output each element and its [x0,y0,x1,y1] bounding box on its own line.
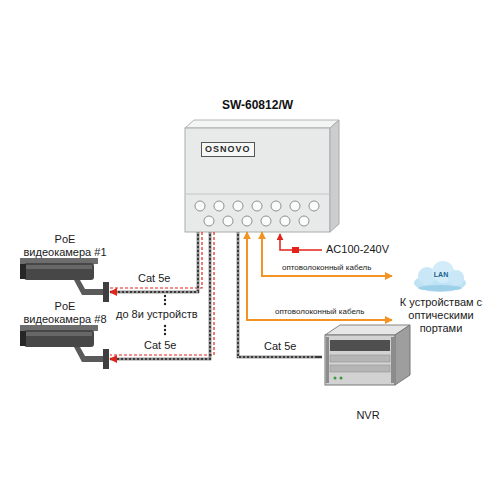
switch-enclosure-drawing [233,201,243,211]
switch-enclosure-drawing [271,201,281,211]
power-feed [292,247,299,253]
switch-enclosure-drawing [280,216,290,226]
lan-cloud [418,285,462,291]
camera-icon [74,347,103,362]
camera-icon [20,331,26,346]
fiber-cable [247,232,392,320]
camera-icon [24,263,94,280]
nvr-server [391,337,394,383]
switch-enclosure-drawing [185,128,330,232]
lan-cloud [448,270,464,286]
switch-enclosure-drawing [185,120,339,128]
switch-enclosure-drawing [195,201,205,211]
switch-enclosure-drawing [185,120,339,232]
camera-icon [103,349,109,369]
twisted-pair-cable [238,232,322,357]
twisted-pair-cable [110,232,198,292]
cable-label: оптоволоконный кабель [280,263,373,273]
camera-label: PoE видеокамера #1 [23,233,107,259]
cable-type-label: Cat 5e [142,339,178,352]
diagram-title: SW-60812/W [185,98,330,113]
switch-enclosure: OSNOVO [185,128,330,232]
cable-twist [238,232,315,357]
poe-power-line [110,232,202,288]
ellipsis-dots [164,329,166,331]
switch-enclosure-drawing [242,216,252,226]
nvr-server [330,365,390,372]
nvr-server [340,377,343,380]
cloud-label: LAN [392,270,490,279]
device-count-note: до 8и устройств [116,308,198,321]
switch-enclosure-drawing [204,216,214,226]
connectors [110,232,392,359]
switch-enclosure-drawing [299,216,309,226]
lan-cloud: LAN К устройствам с оптическими портами [392,262,490,338]
poe-camera: PoE видеокамера #8 [20,300,110,379]
camera-icon [20,264,26,279]
camera-icon [26,265,92,269]
poe-power-line [110,232,214,355]
power-feed [280,234,322,253]
switch-enclosure-drawing [214,201,224,211]
camera-icon [20,258,109,302]
power-label: AC100-240V [326,243,389,256]
nvr-server [334,377,337,380]
nvr-server [325,335,395,385]
camera-icon [103,282,109,302]
nvr-server [326,337,329,383]
cable-twist [117,232,198,292]
switch-enclosure-drawing [185,194,330,195]
ellipsis-dots [164,299,166,301]
camera-label: PoE видеокамера #8 [23,300,107,326]
switch-enclosure-drawing [261,216,271,226]
switch-enclosure-drawing [195,201,319,226]
power-feed [280,234,322,250]
destination-label: К устройствам с оптическими портами [392,296,490,335]
switch-enclosure-drawing [290,201,300,211]
cable-label: оптоволоконный кабель [273,307,366,317]
fiber-cable [262,232,392,276]
nvr-server [330,355,390,362]
camera-icon [74,280,103,295]
nvr-server [395,325,410,385]
cable-twist [117,232,210,359]
nvr-server [330,340,390,351]
camera-icon [20,325,109,369]
nvr-recorder: NVR [322,323,414,425]
ellipsis-dots [164,295,166,297]
switch-enclosure-drawing [252,201,262,211]
switch-enclosure-drawing [223,216,233,226]
switch-enclosure-drawing [330,120,339,232]
ellipsis-dots [164,325,166,327]
twisted-pair-cable [110,232,210,359]
nvr-server [325,325,410,385]
camera-icon [24,330,94,347]
switch-enclosure-drawing [309,201,319,211]
nvr-label: NVR [322,409,414,422]
ellipsis-dots [164,303,166,305]
camera-icon [26,332,92,336]
ellipsis-dots [164,333,166,335]
cable-type-label: Cat 5e [262,340,298,353]
brand-logo: OSNOVO [201,142,255,157]
cable-type-label: Cat 5e [136,272,172,285]
